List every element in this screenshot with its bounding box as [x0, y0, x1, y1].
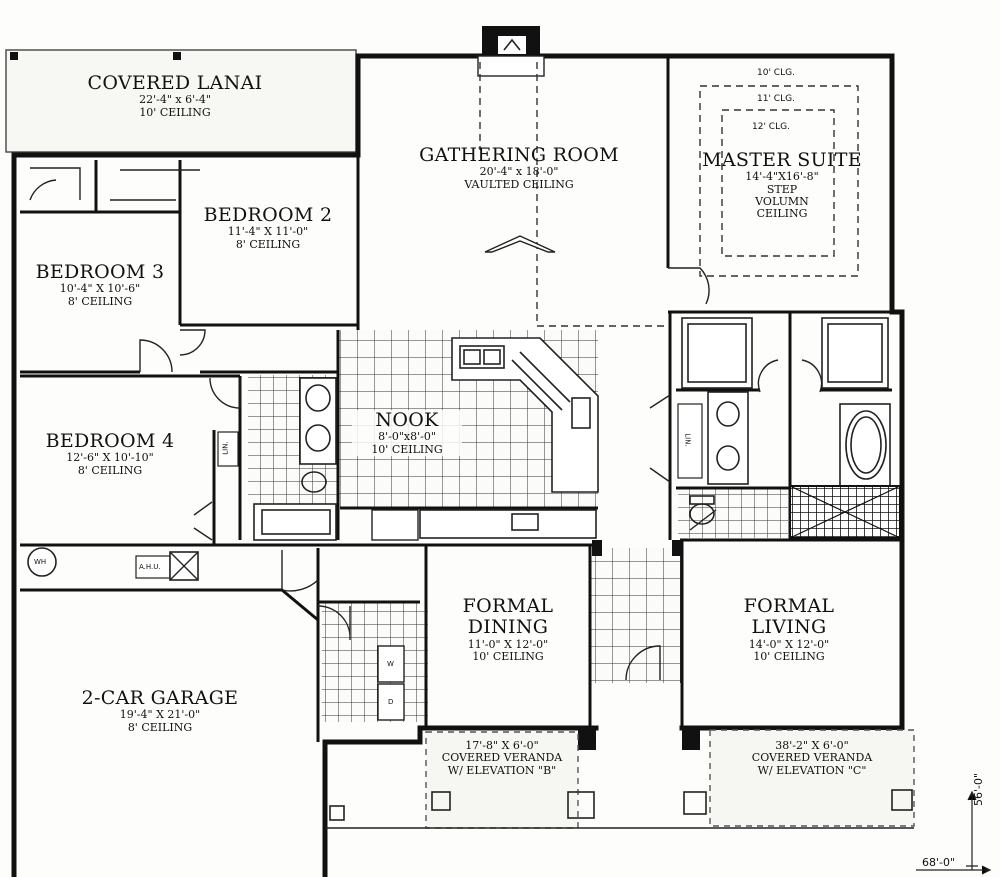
- master-bath-fixtures: [677, 317, 901, 539]
- veranda-c-size: 38'-2" X 6'-0": [775, 739, 849, 752]
- veranda-c-line-1: COVERED VERANDA: [751, 751, 873, 765]
- master-ceiling-step-2: 11' CLG.: [757, 94, 795, 104]
- formal-dining-name-2: DINING: [467, 616, 549, 639]
- bedroom-4-label: BEDROOM 4 12'-6" X 10'-10" 8' CEILING: [30, 430, 190, 477]
- master-ceiling-step-3: 12' CLG.: [752, 122, 790, 132]
- gathering-room-ceiling: VAULTED CEILING: [464, 177, 574, 191]
- lanai-outline: [5, 49, 357, 153]
- covered-lanai-label: COVERED LANAI 22'-4" x 6'-4" 10' CEILING: [60, 72, 290, 119]
- veranda-b-label: 17'-8" X 6'-0" COVERED VERANDA W/ ELEVAT…: [430, 739, 574, 777]
- utility-equipment: [27, 547, 199, 581]
- bedroom-2-label: BEDROOM 2 11'-4" X 11'-0" 8' CEILING: [188, 204, 348, 251]
- dryer-tag: D: [388, 698, 394, 706]
- bedroom-3-size: 10'-4" X 10'-6": [59, 282, 141, 296]
- kitchen-fixtures: [371, 337, 599, 541]
- formal-dining-name-1: FORMAL: [462, 595, 554, 617]
- garage-size: 19'-4" X 21'-0": [119, 708, 201, 722]
- garage-ceiling: 8' CEILING: [127, 720, 193, 734]
- master-suite-ceiling-line-1: STEP: [766, 182, 798, 196]
- master-ceiling-step-1: 10' CLG.: [757, 68, 795, 78]
- bedroom-3-label: BEDROOM 3 10'-4" X 10'-6" 8' CEILING: [20, 261, 180, 308]
- laundry-fixtures: [377, 645, 405, 721]
- garage-label: 2-CAR GARAGE 19'-4" X 21'-0" 8' CEILING: [60, 687, 260, 734]
- nook-size: 8'-0"x8'-0": [378, 430, 436, 444]
- linen-tag-master: LIN.: [683, 433, 692, 447]
- formal-living-ceiling: 10' CEILING: [753, 649, 825, 663]
- covered-lanai-name: COVERED LANAI: [87, 72, 263, 94]
- depth-dimension: 56'-0": [972, 772, 985, 806]
- master-suite-ceiling-line-2: VOLUMN: [755, 194, 809, 208]
- ahu-tag: A.H.U.: [139, 563, 161, 571]
- veranda-c-label: 38'-2" X 6'-0" COVERED VERANDA W/ ELEVAT…: [722, 739, 902, 777]
- master-suite-size: 14'-4"X16'-8": [745, 170, 819, 184]
- master-suite-label: MASTER SUITE 14'-4"X16'-8" STEP VOLUMN C…: [692, 149, 872, 221]
- nook-ceiling: 10' CEILING: [371, 442, 443, 456]
- veranda-b-size: 17'-8" X 6'-0": [465, 739, 539, 752]
- water-heater-tag: WH: [34, 558, 47, 566]
- gathering-room-label: GATHERING ROOM 20'-4" x 18'-0" VAULTED C…: [404, 144, 634, 191]
- bedroom-2-ceiling: 8' CEILING: [235, 237, 301, 251]
- garage-name: 2-CAR GARAGE: [81, 687, 239, 709]
- covered-lanai-ceiling: 10' CEILING: [139, 105, 211, 119]
- veranda-b-line-1: COVERED VERANDA: [441, 751, 563, 765]
- fireplace: [477, 26, 545, 77]
- nook-name: NOOK: [375, 409, 439, 431]
- dimension-lines: [916, 790, 992, 875]
- formal-living-label: FORMAL LIVING 14'-0" X 12'-0" 10' CEILIN…: [714, 595, 864, 663]
- width-dimension: 68'-0": [922, 856, 956, 869]
- formal-living-name-1: FORMAL: [743, 595, 835, 617]
- bedroom-3-name: BEDROOM 3: [35, 261, 165, 283]
- bedroom-4-name: BEDROOM 4: [45, 430, 175, 452]
- bedroom-3-ceiling: 8' CEILING: [67, 294, 133, 308]
- veranda-b-line-2: W/ ELEVATION "B": [447, 763, 557, 777]
- veranda-c-line-2: W/ ELEVATION "C": [757, 763, 867, 777]
- ceiling-lines: [479, 62, 859, 327]
- master-suite-name: MASTER SUITE: [702, 149, 862, 171]
- formal-living-size: 14'-0" X 12'-0": [748, 637, 830, 651]
- linen-tag-hall: LIN.: [221, 441, 230, 455]
- exterior-walls: [11, 53, 905, 877]
- door-swings: [29, 167, 823, 681]
- bedroom-4-size: 12'-6" X 10'-10": [66, 451, 154, 465]
- bedroom-4-ceiling: 8' CEILING: [77, 463, 143, 477]
- bedroom-2-size: 11'-4" X 11'-0": [227, 225, 309, 239]
- formal-living-name-2: LIVING: [751, 616, 827, 639]
- master-suite-ceiling-line-3: CEILING: [756, 207, 808, 221]
- nook-label: NOOK 8'-0"x8'-0" 10' CEILING: [352, 409, 462, 456]
- covered-lanai-size: 22'-4" x 6'-4": [139, 93, 211, 107]
- structural-posts: [578, 540, 700, 750]
- formal-dining-ceiling: 10' CEILING: [472, 649, 544, 663]
- verandas: [326, 729, 915, 829]
- gathering-room-size: 20'-4" x 18'-0": [479, 165, 559, 179]
- gathering-room-name: GATHERING ROOM: [419, 144, 619, 166]
- hall-bath-fixtures: [217, 377, 337, 541]
- formal-dining-size: 11'-0" X 12'-0": [467, 637, 549, 651]
- washer-tag: W: [387, 660, 394, 668]
- formal-dining-label: FORMAL DINING 11'-0" X 12'-0" 10' CEILIN…: [436, 595, 580, 663]
- bedroom-2-name: BEDROOM 2: [203, 204, 333, 226]
